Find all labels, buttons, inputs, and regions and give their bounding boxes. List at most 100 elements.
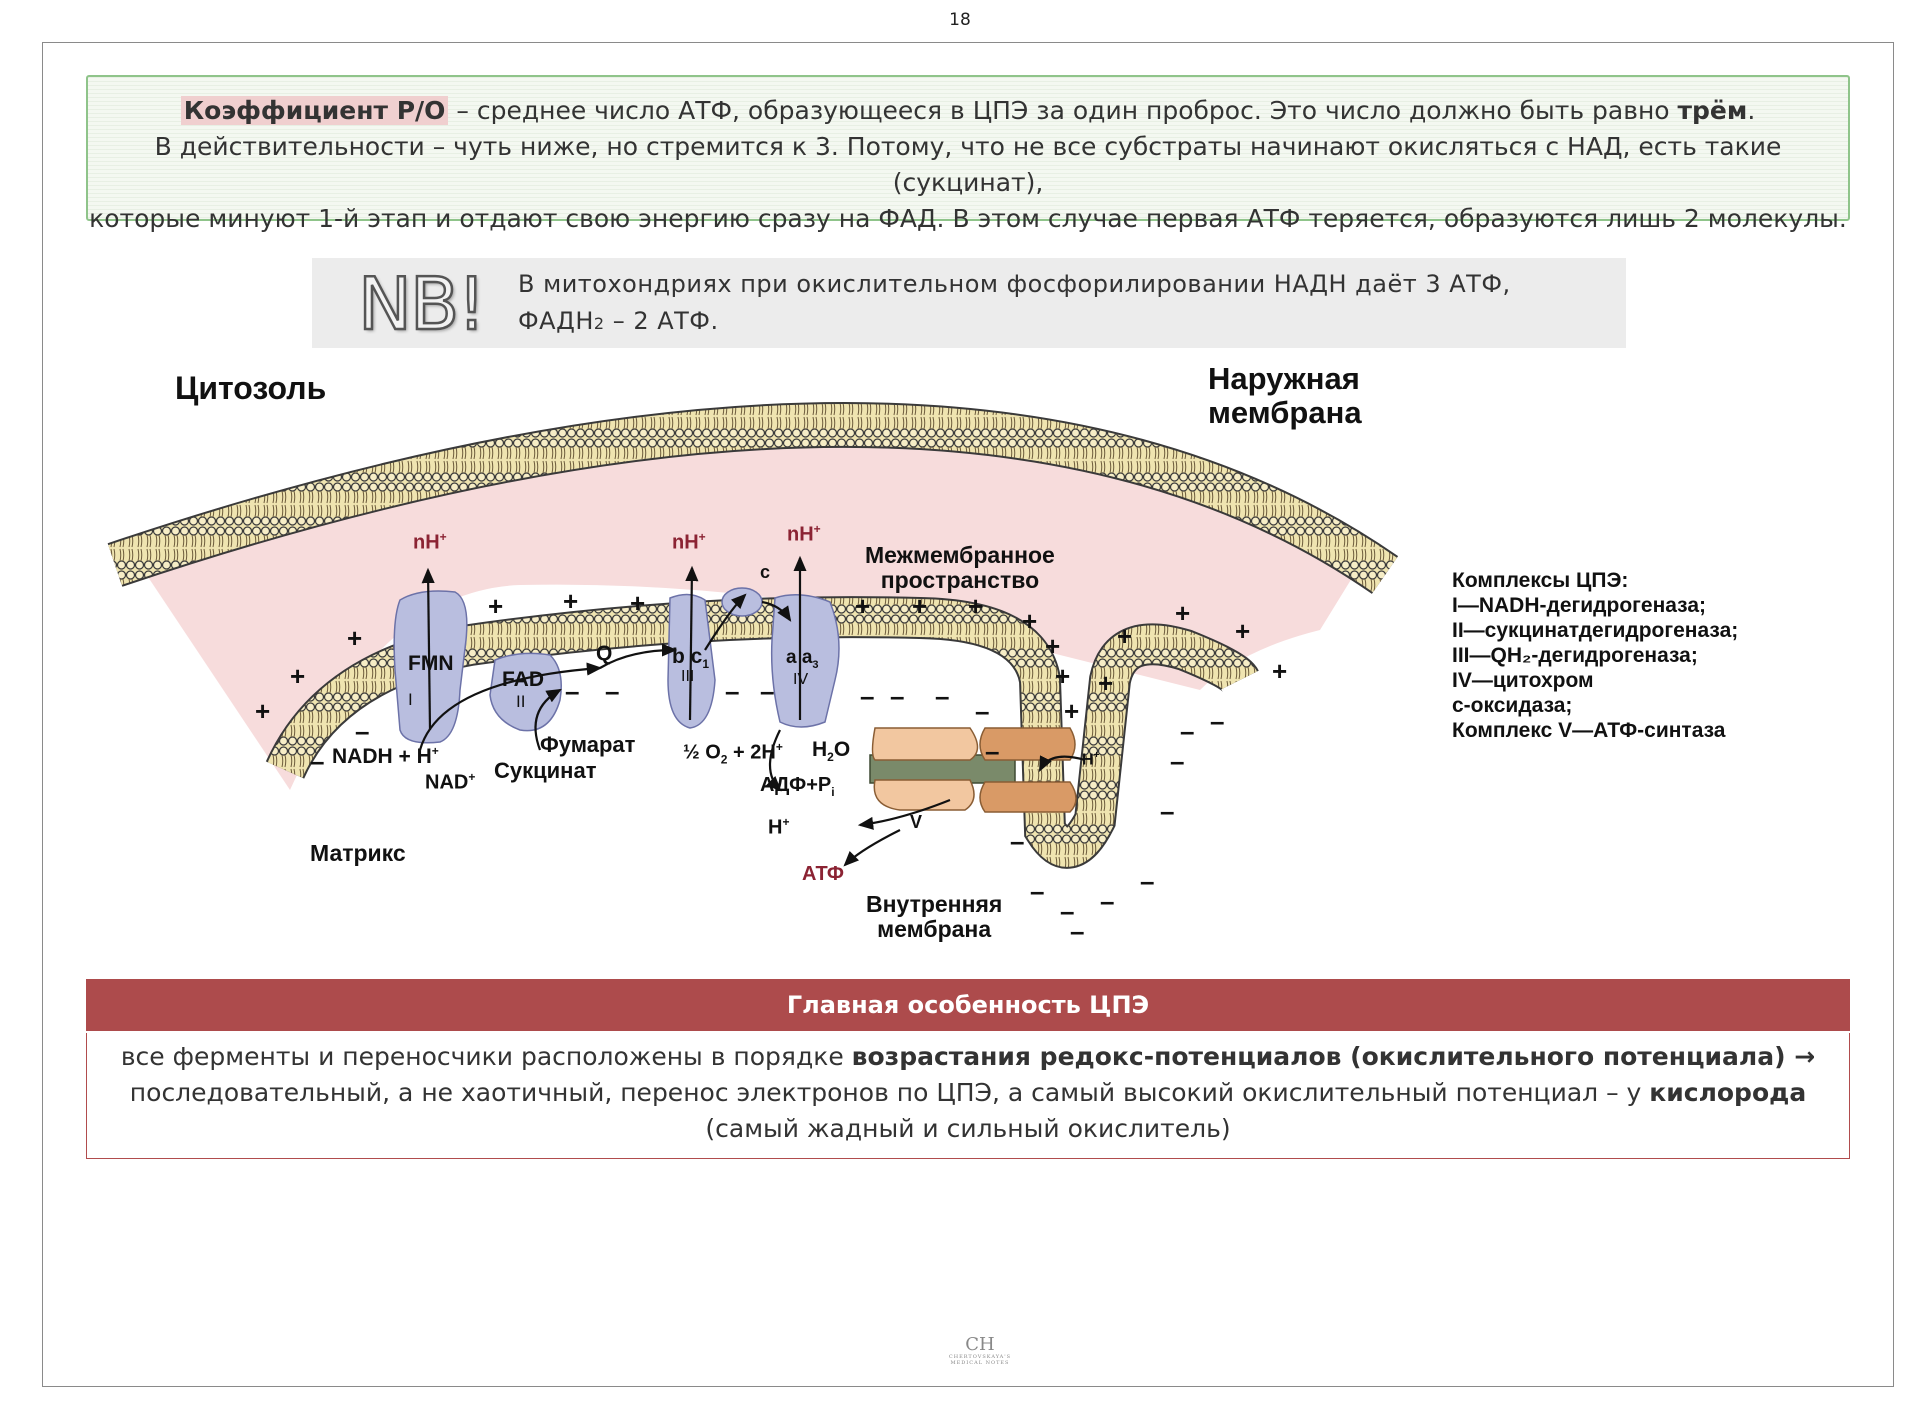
svg-text:+: + — [488, 591, 503, 621]
svg-text:–: – — [1100, 886, 1114, 916]
proton-label-4-text: nH — [787, 523, 814, 546]
main-feature-header: Главная особенность ЦПЭ — [86, 979, 1850, 1031]
outer-membrane-label-1: Наружная — [1208, 361, 1360, 396]
water-sub: 2 — [827, 750, 834, 765]
adp-sub: i — [831, 785, 835, 799]
logo-subtitle-1: CHERTOVSKAYA'S — [948, 1354, 1012, 1360]
oxygen-sup: + — [775, 740, 783, 754]
water-label: H2O — [812, 738, 850, 764]
aa3-text: a a — [786, 647, 813, 668]
adp-label: АДФ+Pi — [760, 774, 835, 799]
adp-text: АДФ+P — [760, 774, 832, 796]
proton-label-3: nH+ — [672, 530, 706, 555]
svg-text:–: – — [1010, 826, 1024, 856]
po-line-1-text: – среднее число АТФ, образующееся в ЦПЭ … — [448, 96, 1678, 125]
complex-5-label: V — [910, 812, 923, 832]
svg-text:+: + — [1098, 668, 1113, 698]
cytochrome-c — [721, 587, 763, 617]
proton-matrix-text: H — [768, 816, 783, 839]
cytosol-label: Цитозоль — [175, 370, 327, 406]
svg-text:–: – — [605, 676, 619, 706]
charge-signs: +++ +++ +++ ++++ +++++ –––– ––––– –––– –… — [255, 586, 1287, 946]
svg-text:–: – — [1180, 716, 1194, 746]
po-line-3: которые минуют 1-й этап и отдают свою эн… — [89, 204, 1847, 233]
proton-label-3-text: nH — [672, 531, 699, 554]
svg-text:+: + — [1117, 621, 1132, 651]
matrix-label: Матрикс — [310, 840, 406, 866]
po-line-1-end: . — [1747, 96, 1756, 125]
main-line-1-bold: возрастания редокс-потенциалов (окислите… — [851, 1042, 1816, 1071]
svg-text:+: + — [290, 661, 305, 691]
svg-text:+: + — [1175, 598, 1190, 628]
intermembrane-label-2: пространство — [880, 567, 1040, 593]
nb-mark: NB! — [357, 262, 488, 346]
succinate-label: Сукцинат — [494, 758, 597, 783]
page-frame — [42, 42, 1894, 1387]
svg-text:–: – — [1210, 706, 1224, 736]
etc-legend-item: III—QH₂-дегидрогеназа; — [1452, 644, 1698, 667]
etc-legend-item: II—сукцинатдегидрогеназа; — [1452, 619, 1739, 642]
svg-text:+: + — [1022, 606, 1037, 636]
etc-legend-item: I—NADH-дегидрогеназа; — [1452, 594, 1707, 617]
svg-text:–: – — [975, 696, 989, 726]
aa3-label: a a3 — [786, 647, 819, 671]
svg-text:+: + — [347, 623, 362, 653]
proton-synthase-text: H — [1082, 751, 1094, 769]
etc-diagram-svg: +++ +++ +++ ++++ +++++ –––– ––––– –––– –… — [107, 401, 1399, 946]
svg-text:+: + — [630, 588, 645, 618]
nadh-text: NADH + H — [332, 745, 432, 768]
proton-matrix-label: H+ — [768, 815, 789, 840]
complex-1-label: I — [408, 690, 413, 709]
svg-text:–: – — [1060, 896, 1074, 926]
svg-text:+: + — [1235, 616, 1250, 646]
proton-matrix-sup: + — [782, 815, 790, 829]
nb-line-2: ФАДН2 – 2 АТФ. — [518, 303, 1584, 342]
proton-label-1: nH+ — [413, 530, 447, 555]
complex-4-label: IV — [793, 671, 809, 688]
bc1-text: b c — [672, 645, 703, 668]
proton-synthase-sup: + — [1093, 750, 1100, 761]
complex-3-label: III — [681, 668, 695, 685]
complex-IV — [770, 594, 840, 728]
intermembrane-label-1: Межмембранное — [865, 542, 1055, 568]
svg-text:+: + — [855, 591, 870, 621]
fad-label: FAD — [502, 668, 544, 691]
outer-membrane-label-2: мембрана — [1208, 395, 1362, 430]
svg-text:+: + — [912, 591, 927, 621]
svg-text:–: – — [310, 746, 324, 776]
svg-text:+: + — [255, 696, 270, 726]
logo-subtitle-2: MEDICAL NOTES — [950, 1360, 1010, 1366]
etc-diagram: +++ +++ +++ ++++ +++++ –––– ––––– –––– –… — [0, 350, 1920, 950]
main-line-2-text: последовательный, а не хаотичный, перено… — [129, 1078, 1650, 1107]
po-line-1-bold: трём — [1677, 96, 1748, 125]
po-term: Коэффициент Р/О — [180, 96, 449, 125]
po-line-1: Коэффициент Р/О – среднее число АТФ, обр… — [88, 93, 1848, 129]
nadh-label: NADH + H+ — [332, 744, 439, 769]
cytochrome-c-label: c — [760, 562, 771, 582]
etc-legend-item: с-оксидаза; — [1452, 694, 1573, 717]
nb-line-2-sub: 2 — [593, 314, 605, 333]
nadh-sup: + — [431, 744, 439, 758]
logo-monogram: CH — [965, 1334, 995, 1355]
atp-synthase — [869, 727, 1077, 813]
proton-label-3-sup: + — [698, 530, 706, 544]
q-label: Q — [596, 642, 613, 665]
main-line-2: последовательный, а не хаотичный, перено… — [87, 1075, 1849, 1111]
svg-text:+: + — [968, 591, 983, 621]
water-h: H — [812, 738, 828, 761]
proton-label-1-sup: + — [439, 530, 447, 544]
atp-label: АТФ — [802, 863, 844, 885]
nb-line-2-b: – 2 АТФ. — [604, 307, 719, 335]
svg-text:–: – — [1160, 796, 1174, 826]
svg-text:–: – — [1030, 876, 1044, 906]
oxygen-label: ½ O2 + 2H+ — [683, 740, 783, 767]
oxygen-text: ½ O — [683, 741, 721, 764]
proton-label-4-sup: + — [813, 522, 821, 536]
svg-text:+: + — [1272, 656, 1287, 686]
proton-label-4: nH+ — [787, 522, 821, 547]
svg-text:–: – — [860, 681, 874, 711]
po-line-2: В действительности – чуть ниже, но стрем… — [154, 132, 1782, 197]
svg-text:–: – — [725, 676, 739, 706]
